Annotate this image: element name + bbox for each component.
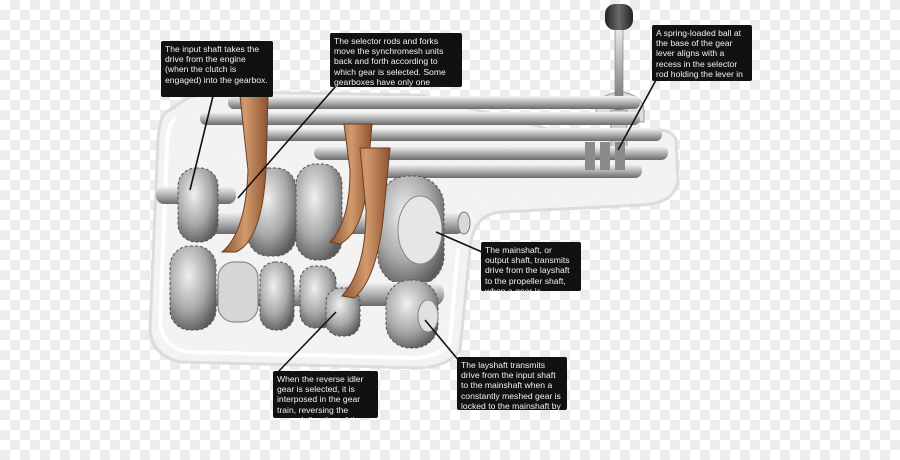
selector-forks — [220, 95, 391, 299]
callout-reverse-idler: When the reverse idler gear is selected,… — [273, 371, 378, 418]
leader-mainshaft — [435, 231, 483, 253]
leader-layshaft — [424, 319, 461, 363]
reverse-idler-gear — [325, 287, 361, 337]
layshaft-gears — [169, 245, 439, 349]
callout-spring-loaded-ball: A spring-loaded ball at the base of the … — [652, 25, 752, 81]
selector-rods — [200, 96, 668, 178]
leader-reverse-idler — [277, 311, 337, 373]
callout-input-shaft: The input shaft takes the drive from the… — [161, 41, 273, 97]
leader-input-shaft — [189, 95, 214, 191]
mainshaft-gears — [177, 163, 445, 287]
callout-selector-rods: The selector rods and forks move the syn… — [330, 33, 462, 87]
gear-knob — [605, 4, 633, 30]
leader-selector-rods — [237, 85, 337, 199]
callout-mainshaft: The mainshaft, or output shaft, transmit… — [481, 242, 581, 291]
leader-lines — [189, 79, 657, 373]
leader-spring-ball — [617, 79, 657, 151]
callout-layshaft: The layshaft transmits drive from the in… — [457, 357, 567, 410]
